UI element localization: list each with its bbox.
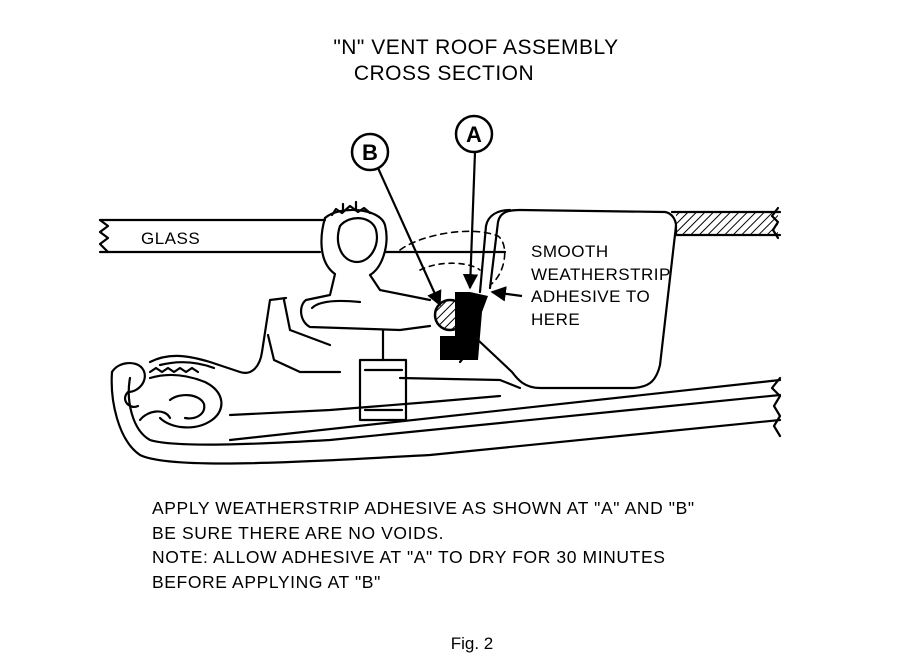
glass-label: GLASS [141, 229, 200, 248]
smooth-note-line-2: WEATHERSTRIP [531, 265, 671, 284]
smooth-adhesive-note: SMOOTH WEATHERSTRIP ADHESIVE TO HERE [531, 242, 671, 329]
smooth-note-line-4: HERE [531, 310, 580, 329]
figure-caption: Fig. 2 [450, 634, 494, 653]
leader-line-smooth [490, 286, 523, 302]
instruction-line-3: NOTE: ALLOW ADHESIVE AT "A" TO DRY FOR 3… [152, 547, 666, 567]
instruction-line-1: APPLY WEATHERSTRIP ADHESIVE AS SHOWN AT … [152, 498, 695, 518]
diagram-subtitle: CROSS SECTION [353, 62, 535, 85]
smooth-note-line-1: SMOOTH [531, 242, 609, 261]
callout-a: A [454, 114, 494, 154]
adhesive-b-seal [433, 298, 467, 332]
instruction-line-2: BE SURE THERE ARE NO VOIDS. [152, 522, 445, 543]
glass-panel [98, 218, 507, 254]
instruction-line-4: BEFORE APPLYING AT "B" [152, 571, 381, 592]
instructions-block: APPLY WEATHERSTRIP ADHESIVE AS SHOWN AT … [152, 496, 852, 594]
smooth-note-line-3: ADHESIVE TO [531, 287, 650, 306]
adhesive-a-fill [440, 292, 488, 360]
retaining-clip [110, 296, 342, 429]
glass-seal [300, 200, 432, 332]
diagram-title: "N" VENT ROOF ASSEMBLY [333, 36, 619, 59]
callout-b: B [350, 132, 390, 172]
callout-b-label: B [362, 140, 378, 165]
mounting-bolt [358, 328, 408, 422]
callout-a-label: A [466, 122, 482, 147]
leader-line-a [462, 151, 479, 290]
leader-line-b [376, 167, 442, 307]
